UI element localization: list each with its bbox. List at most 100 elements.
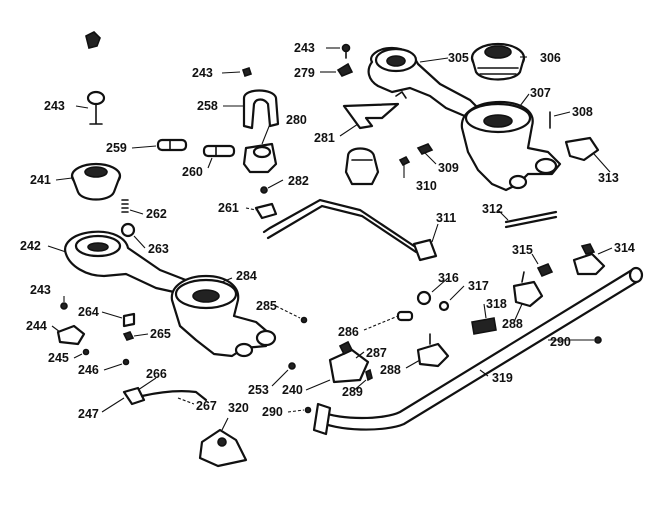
label-260: 260 (182, 165, 203, 179)
screw-part-285 (300, 316, 308, 324)
label-285: 285 (256, 299, 277, 313)
spring-part-262 (121, 199, 129, 213)
label-311: 311 (436, 211, 456, 225)
label-312: 312 (482, 202, 503, 216)
label-290-lower: 290 (262, 405, 283, 419)
fitting-part-264 (122, 312, 136, 328)
burner-shield-part-310 (344, 147, 380, 186)
orifice-part-286 (396, 310, 414, 322)
burner-cap-part-306 (470, 42, 526, 81)
spud-part-318 (471, 317, 497, 335)
bracket-part-258 (242, 89, 280, 130)
burner-venturi-part-284 (170, 274, 277, 358)
label-308: 308 (572, 105, 593, 119)
label-243-mid: 243 (192, 66, 213, 80)
burner-base-part-242 (64, 230, 198, 298)
screw-part-290-right (594, 336, 602, 344)
burner-venturi-part-307 (460, 100, 562, 192)
label-263: 263 (148, 242, 169, 256)
label-307: 307 (530, 86, 551, 100)
label-253: 253 (248, 383, 269, 397)
label-279: 279 (294, 66, 315, 80)
screw-part-282 (260, 186, 268, 194)
label-243-top: 243 (294, 41, 315, 55)
screw-part-253 (288, 362, 296, 370)
valve-part-314 (572, 243, 606, 276)
spring-part-309 (416, 143, 434, 155)
label-280: 280 (286, 113, 307, 127)
screw-part-290-lower (304, 406, 312, 414)
manifold-pipe-part-319 (312, 266, 644, 436)
label-309: 309 (438, 161, 459, 175)
label-261: 261 (218, 201, 239, 215)
screw-part-243-top (341, 43, 351, 59)
label-244: 244 (26, 319, 47, 333)
label-245: 245 (48, 351, 69, 365)
screw-part-243-left (86, 90, 106, 125)
label-258: 258 (197, 99, 218, 113)
screw-part-243-mid (241, 66, 253, 78)
burner-base-part-305 (367, 46, 484, 122)
grommet-part-263 (120, 222, 136, 238)
label-290-right: 290 (550, 335, 571, 349)
bracket-part-313 (564, 136, 600, 162)
valve-bracket-part-280 (242, 142, 278, 174)
label-281: 281 (314, 131, 335, 145)
clip-part-309b (398, 155, 411, 167)
spring-part-265 (122, 331, 135, 341)
valve-part-288-right (512, 271, 544, 308)
thermocouple-part-266 (122, 386, 208, 406)
clip-part-315 (536, 262, 554, 278)
label-240: 240 (282, 383, 303, 397)
burner-cap-part-241 (70, 162, 122, 201)
gas-tube-part-311 (262, 198, 438, 262)
label-287: 287 (366, 346, 387, 360)
valve-part-288-center (416, 333, 450, 368)
label-266: 266 (146, 367, 167, 381)
bracket-part-320 (198, 428, 248, 468)
label-320: 320 (228, 401, 249, 415)
orifice-part-260 (202, 144, 236, 158)
label-315: 315 (512, 243, 533, 257)
washer-part-317 (438, 300, 450, 312)
label-259: 259 (106, 141, 127, 155)
spring-part-289 (365, 368, 373, 382)
screw-part-243-lower (60, 302, 68, 310)
label-289: 289 (342, 385, 363, 399)
label-306: 306 (540, 51, 561, 65)
label-316: 316 (438, 271, 459, 285)
label-267: 267 (196, 399, 217, 413)
label-319: 319 (492, 371, 513, 385)
orifice-part-259 (156, 138, 188, 152)
label-288-center: 288 (380, 363, 401, 377)
label-317: 317 (468, 279, 489, 293)
screw-part-246 (122, 358, 130, 366)
bracket-part-281 (342, 102, 400, 130)
label-286: 286 (338, 325, 359, 339)
leader-lines (47, 47, 613, 431)
screw-part-245 (82, 348, 90, 356)
grommet-part-316 (416, 290, 432, 306)
valve-part-287 (328, 340, 370, 384)
label-318: 318 (486, 297, 507, 311)
rod-part-312 (504, 210, 558, 229)
clip-part-279 (336, 62, 354, 77)
label-284: 284 (236, 269, 257, 283)
corner-bracket-part (85, 31, 101, 49)
label-313: 313 (598, 171, 619, 185)
label-265: 265 (150, 327, 171, 341)
label-243-lower: 243 (30, 283, 51, 297)
label-247: 247 (78, 407, 99, 421)
bracket-part-244 (56, 324, 86, 346)
label-305: 305 (448, 51, 469, 65)
label-264: 264 (78, 305, 99, 319)
label-288-right: 288 (502, 317, 523, 331)
label-314: 314 (614, 241, 635, 255)
clip-part-261 (254, 202, 278, 220)
label-241: 241 (30, 173, 51, 187)
label-242: 242 (20, 239, 41, 253)
label-262: 262 (146, 207, 167, 221)
label-246: 246 (78, 363, 99, 377)
label-310: 310 (416, 179, 437, 193)
